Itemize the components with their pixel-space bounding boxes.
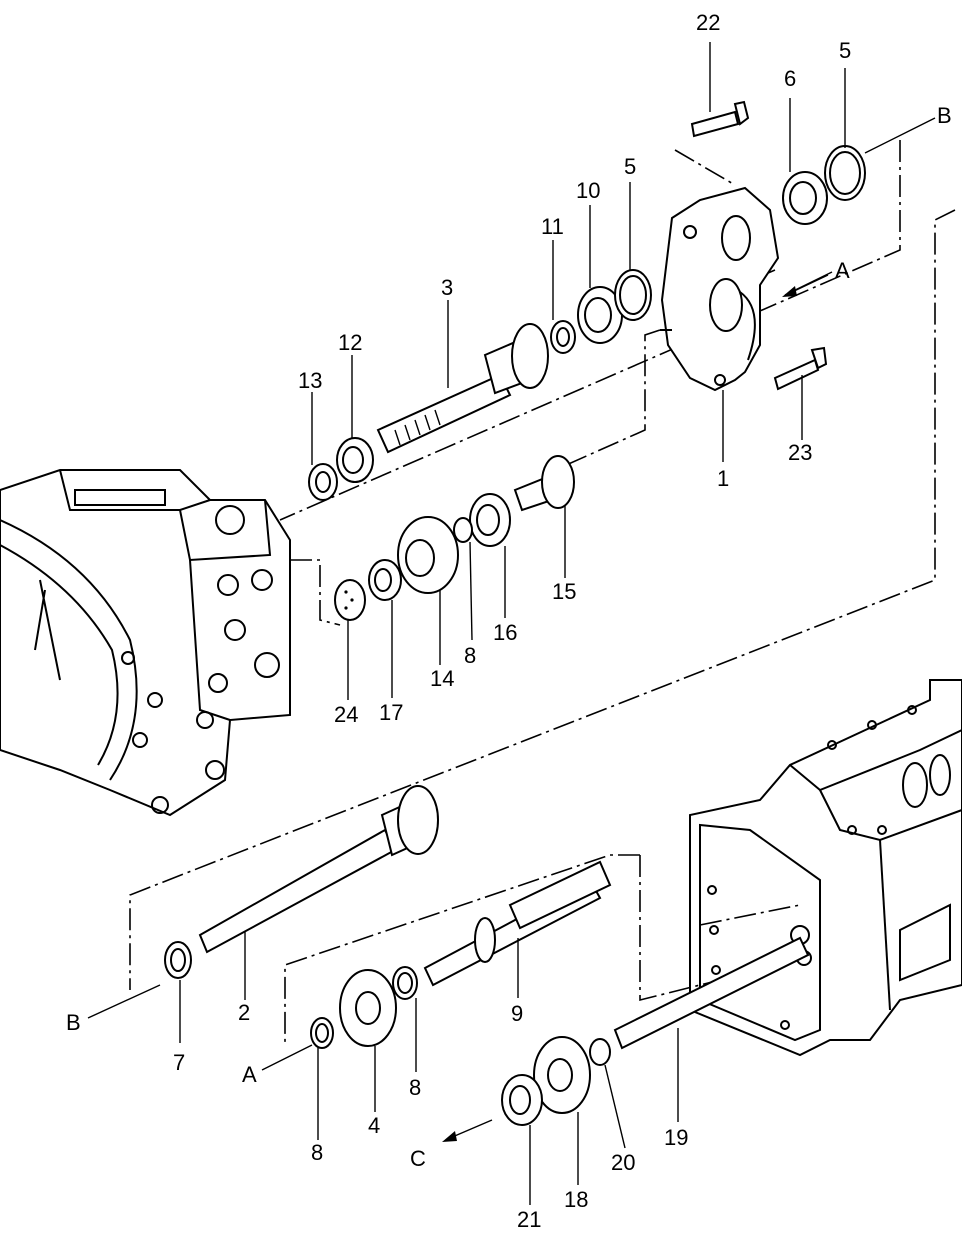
callout-8-bottom: 8 xyxy=(311,1140,323,1165)
shaft-3 xyxy=(376,323,549,454)
callout-4: 4 xyxy=(368,1113,380,1138)
callout-A-top: A xyxy=(835,258,850,283)
gear-4 xyxy=(339,969,397,1047)
callout-19: 19 xyxy=(664,1125,688,1150)
callout-5-top: 5 xyxy=(839,38,851,63)
callout-8-right: 8 xyxy=(409,1075,421,1100)
leader-lines xyxy=(87,42,936,1205)
callout-10: 10 xyxy=(576,178,600,203)
callout-labels: 22 5 6 B 10 5 11 3 A 12 13 23 1 15 16 8 … xyxy=(66,10,952,1232)
ring-8-upper xyxy=(453,517,473,543)
callout-21: 21 xyxy=(517,1207,541,1232)
callout-24: 24 xyxy=(334,702,358,727)
gear-18 xyxy=(533,1036,591,1114)
callout-14: 14 xyxy=(430,666,454,691)
ring-20 xyxy=(589,1038,611,1066)
callout-B-top: B xyxy=(937,103,952,128)
callout-17: 17 xyxy=(379,700,403,725)
shaft-19 xyxy=(613,936,810,1050)
callout-18: 18 xyxy=(564,1187,588,1212)
callout-3: 3 xyxy=(441,275,453,300)
callout-20: 20 xyxy=(611,1150,635,1175)
callout-23: 23 xyxy=(788,440,812,465)
callout-2: 2 xyxy=(238,1000,250,1025)
ring-8-lower xyxy=(392,966,418,1000)
bearing-21 xyxy=(501,1074,543,1126)
callout-8-upper: 8 xyxy=(464,643,476,668)
callout-1: 1 xyxy=(717,466,729,491)
direction-arrows xyxy=(442,274,829,1142)
callout-6: 6 xyxy=(784,66,796,91)
plug-24 xyxy=(334,579,366,621)
snap-ring-5-top xyxy=(824,145,866,201)
bearing-6 xyxy=(782,171,828,225)
seal-13 xyxy=(308,463,338,501)
shaft-9 xyxy=(423,860,612,987)
bearing-17 xyxy=(368,559,402,601)
callout-13: 13 xyxy=(298,368,322,393)
callout-22: 22 xyxy=(696,10,720,35)
ring-8-bottom xyxy=(310,1017,334,1049)
bolt-22 xyxy=(690,100,750,138)
callout-5-mid: 5 xyxy=(624,154,636,179)
callout-A-bottom: A xyxy=(242,1062,257,1087)
snap-ring-5-mid xyxy=(614,269,652,321)
callout-B-bottom: B xyxy=(66,1010,81,1035)
clutch-housing xyxy=(0,469,291,817)
bearing-12 xyxy=(336,437,374,483)
clip-7 xyxy=(164,941,192,979)
callout-9: 9 xyxy=(511,1001,523,1026)
callout-11: 11 xyxy=(541,214,564,239)
bolt-23 xyxy=(773,346,828,391)
gear-15 xyxy=(513,455,575,512)
bearing-10 xyxy=(577,286,623,344)
gear-14 xyxy=(397,516,459,594)
callout-C: C xyxy=(410,1146,426,1171)
callout-7: 7 xyxy=(173,1050,185,1075)
transmission-housing xyxy=(689,679,962,1057)
callout-16: 16 xyxy=(493,620,517,645)
cover-housing-1 xyxy=(660,186,780,392)
ring-11 xyxy=(550,320,576,354)
callout-12: 12 xyxy=(338,330,362,355)
bearing-16 xyxy=(469,493,511,547)
callout-15: 15 xyxy=(552,579,576,604)
shaft-2 xyxy=(198,785,439,954)
